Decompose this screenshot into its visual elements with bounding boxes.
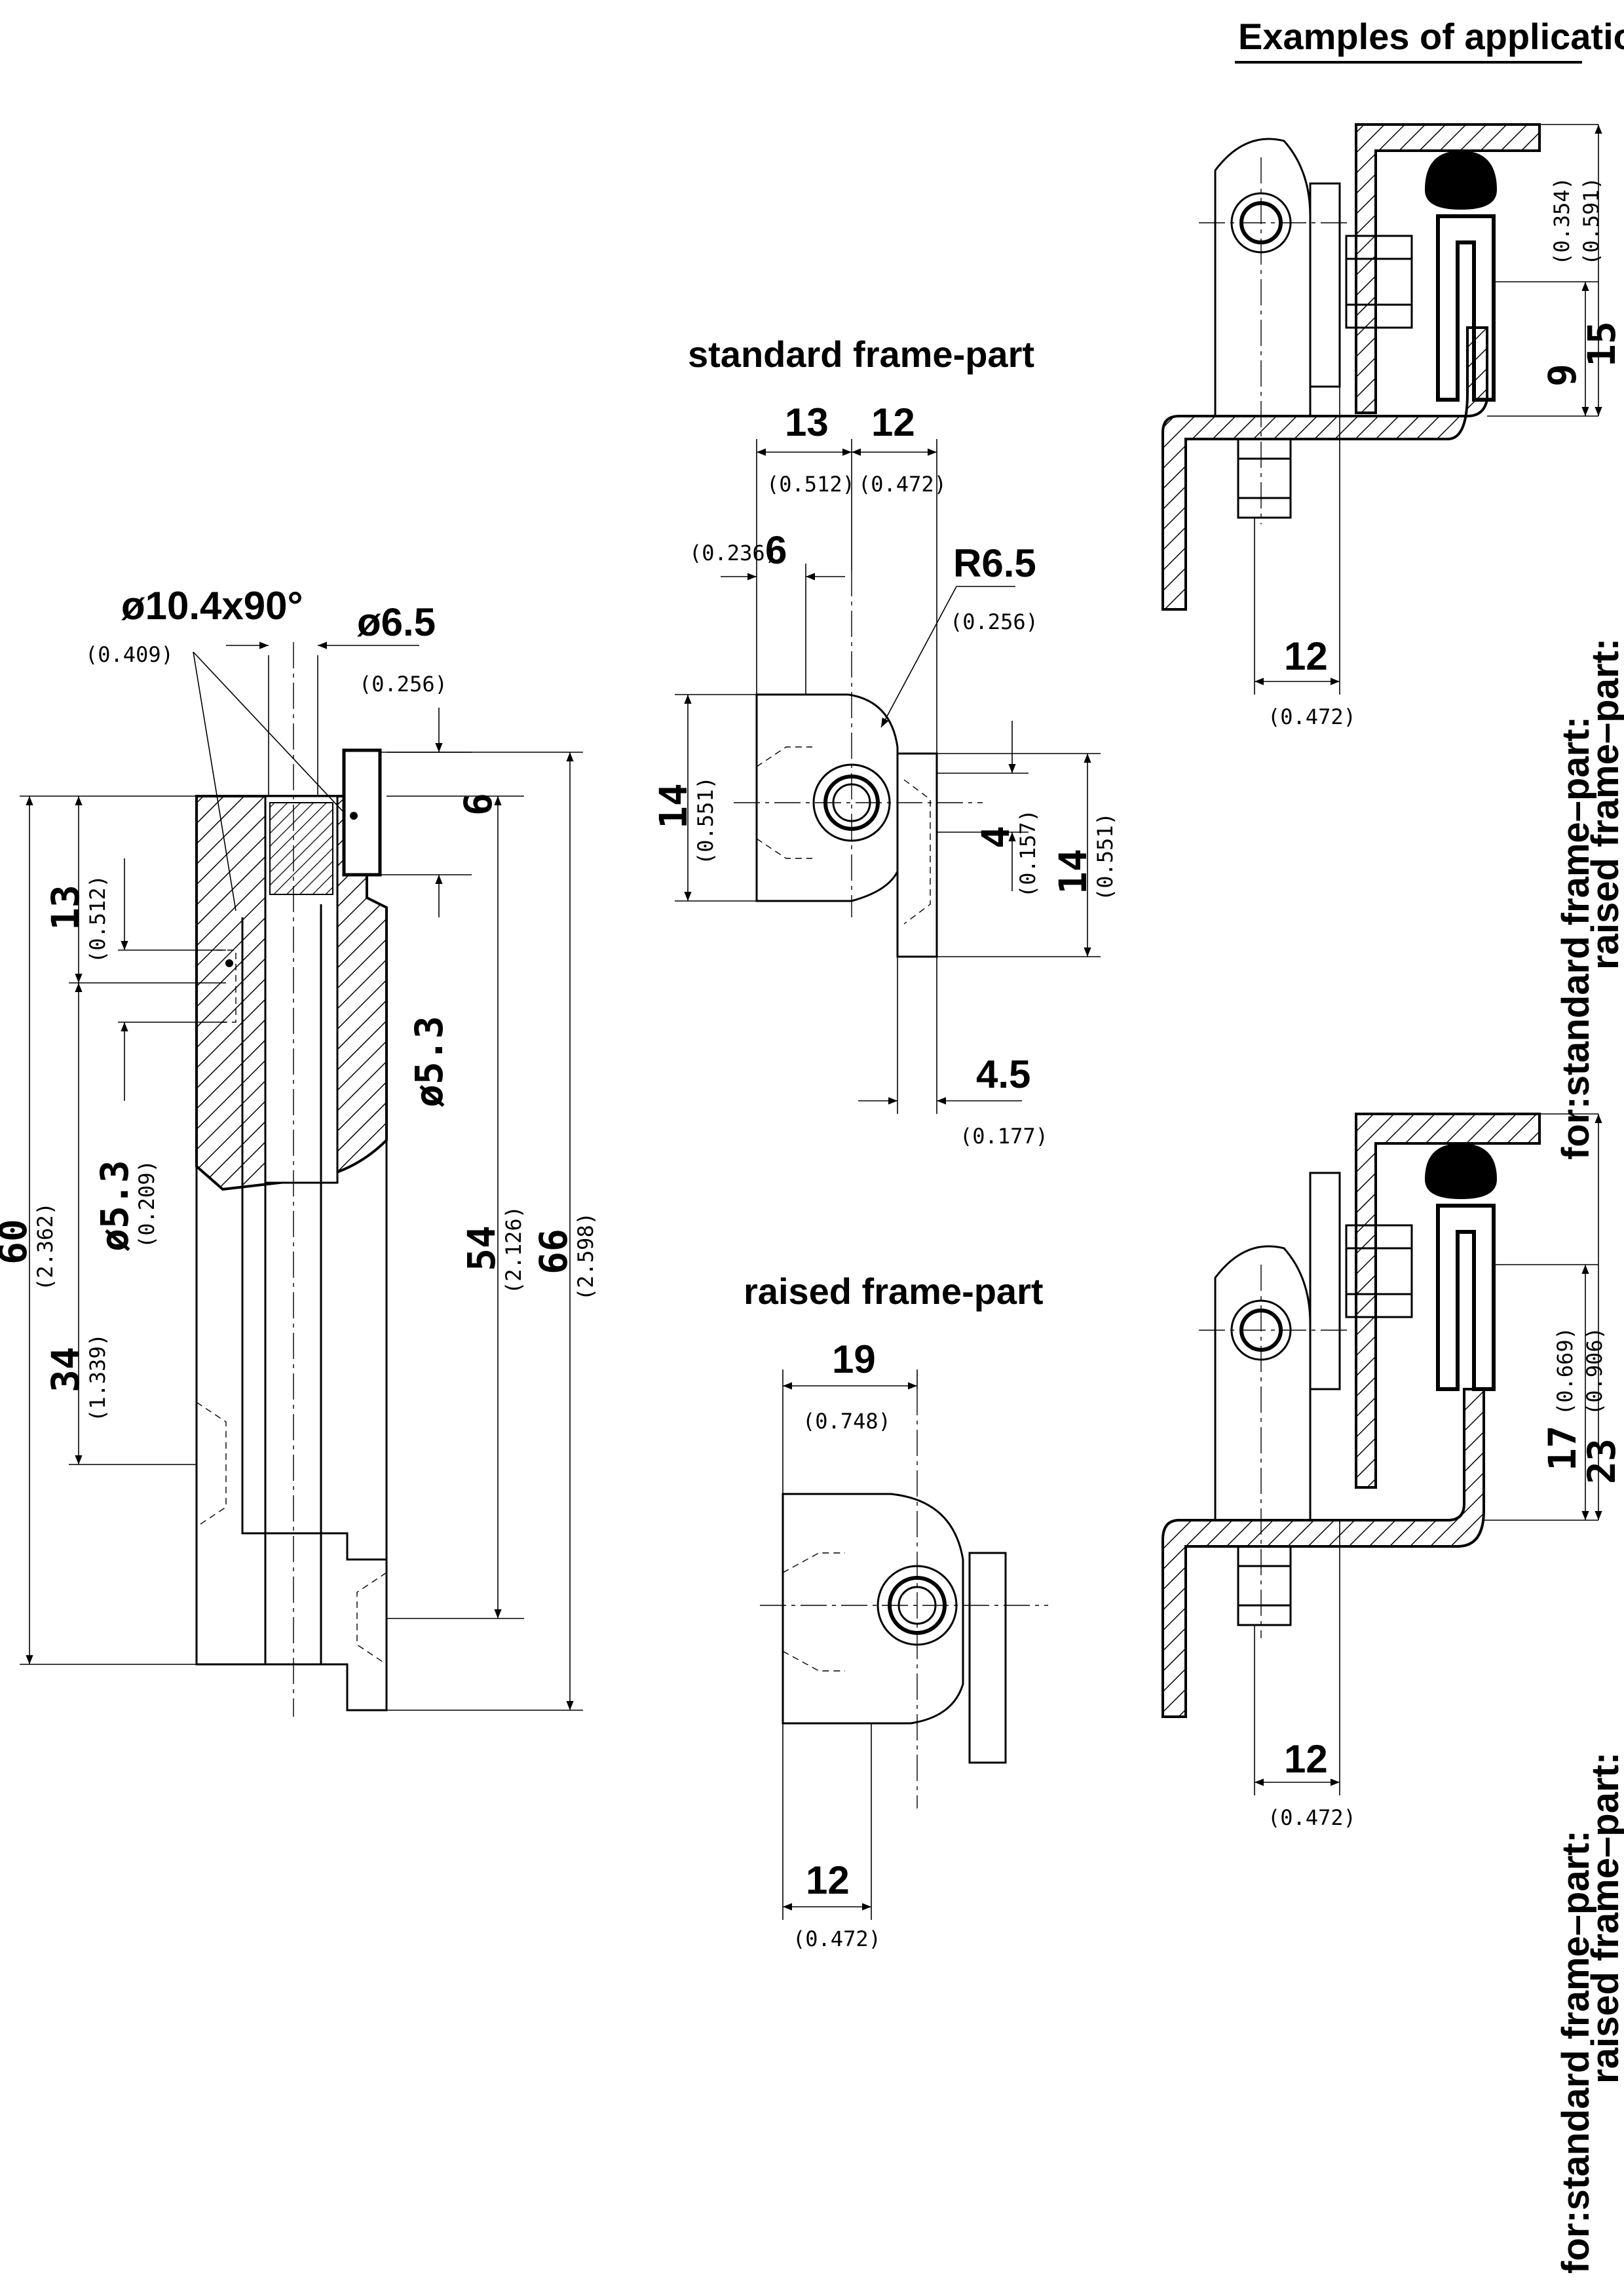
label-6: 6 <box>456 793 500 816</box>
label-countersink-in: (0.409) <box>85 642 174 667</box>
label-54-in: (2.126) <box>501 1206 526 1294</box>
app1-upper-frame <box>1355 123 1541 414</box>
app1-label-15: 15 <box>1579 321 1624 367</box>
app1-label-9: 9 <box>1540 364 1585 387</box>
app2-lower-frame <box>1161 1388 1485 1718</box>
app2-label-12: 12 <box>1284 1737 1328 1781</box>
app2-plate <box>1309 1172 1341 1390</box>
app2-label-standard: for:standard frame–part: <box>1555 1830 1597 2274</box>
std-label-13-in: (0.512) <box>766 472 855 497</box>
label-13-in: (0.512) <box>85 875 110 963</box>
app1-label-raised: raised frame–part: <box>1584 638 1624 970</box>
app1-lower-frame <box>1161 326 1488 611</box>
app1-plate <box>1309 182 1341 388</box>
label-pin: ø5.3 <box>92 1160 137 1252</box>
app2-label-17: 17 <box>1540 1425 1585 1471</box>
app1-label-9-in: (0.354) <box>1549 177 1574 265</box>
app2-label-17-in: (0.669) <box>1553 1327 1577 1415</box>
app1-nut <box>1345 235 1413 329</box>
raised-label-19: 19 <box>832 1337 876 1381</box>
std-label-14-right: 14 <box>1051 849 1095 894</box>
standard-body <box>755 693 899 902</box>
raised-label-12-in: (0.472) <box>793 1926 881 1951</box>
app1-label-15-in: (0.591) <box>1579 177 1604 265</box>
raised-label-19-in: (0.748) <box>803 1409 891 1434</box>
label-bore: ø6.5 <box>357 600 436 644</box>
app2-seal-bulb <box>1425 1143 1497 1199</box>
app2-label-12-in: (0.472) <box>1268 1805 1356 1830</box>
app2-seal-profile <box>1436 1204 1496 1391</box>
app2-hinge-body <box>1214 1245 1312 1520</box>
app1-label-12-in: (0.472) <box>1268 704 1356 729</box>
std-label-6: 6 <box>765 528 787 572</box>
app1-hinge-body <box>1214 138 1312 416</box>
std-label-4: 4 <box>973 826 1018 849</box>
app1-label-12: 12 <box>1284 634 1328 678</box>
raised-body <box>782 1493 964 1725</box>
standard-hidden-plate <box>903 779 931 925</box>
raised-frame-part-view <box>760 1369 1048 1920</box>
standard-plate <box>896 752 938 958</box>
std-label-45: 4.5 <box>976 1052 1030 1096</box>
application-top-view <box>1161 123 1602 695</box>
standard-frame-part-view <box>675 439 1101 1114</box>
std-label-13: 13 <box>785 400 829 444</box>
label-bore-in: (0.256) <box>359 672 447 697</box>
pin-knurl <box>269 802 333 895</box>
label-66: 66 <box>531 1229 576 1274</box>
app2-label-23-in: (0.906) <box>1582 1327 1607 1415</box>
label-34-in: (1.339) <box>85 1333 110 1422</box>
std-label-14-right-in: (0.551) <box>1093 813 1118 901</box>
app2-upper-frame <box>1355 1113 1541 1489</box>
std-label-6-in: (0.236) <box>689 541 778 565</box>
label-34: 34 <box>43 1347 88 1392</box>
side-hole-dot <box>225 959 233 967</box>
std-label-12: 12 <box>871 400 915 444</box>
app1-label-standard: for:standard frame–part: <box>1555 716 1597 1160</box>
std-label-14-left-in: (0.551) <box>693 776 718 865</box>
app1-seal-bulb <box>1425 151 1497 210</box>
standard-hidden-hole <box>756 746 812 859</box>
label-pin-right: ø5.3 <box>407 1016 451 1107</box>
label-pin-in: (0.209) <box>134 1160 159 1248</box>
label-54: 54 <box>459 1225 504 1271</box>
std-label-45-in: (0.177) <box>960 1124 1048 1149</box>
label-13: 13 <box>43 885 88 930</box>
std-radius-leader <box>880 586 957 728</box>
label-66-in: (2.598) <box>573 1212 598 1301</box>
leader-countersink-1 <box>193 651 236 911</box>
raised-hidden-hole <box>782 1552 845 1672</box>
app2-nut <box>1345 1224 1413 1318</box>
std-label-12-in: (0.472) <box>858 472 947 497</box>
raised-plate <box>968 1552 1007 1764</box>
hidden-hole-right <box>356 1572 387 1665</box>
label-60-in: (2.362) <box>33 1202 58 1291</box>
main-section-view <box>20 641 583 1717</box>
raised-label-12: 12 <box>806 1858 850 1902</box>
title-standard: standard frame-part <box>688 334 1034 375</box>
label-countersink: ø10.4x90° <box>121 584 303 628</box>
std-label-14-left: 14 <box>651 783 696 829</box>
app1-seal-profile <box>1436 214 1496 402</box>
std-label-radius: R6.5 <box>953 541 1036 585</box>
countersink-dot <box>350 812 358 820</box>
label-60: 60 <box>0 1219 35 1265</box>
hidden-hole-left <box>196 1402 227 1527</box>
title-examples: Examples of application <box>1238 16 1624 57</box>
lower-leaf-outline <box>195 917 388 1712</box>
std-label-4-in: (0.157) <box>1015 809 1040 898</box>
app1-lower-nut <box>1237 438 1292 519</box>
application-bottom-view <box>1161 1113 1602 1795</box>
app2-lower-nut <box>1237 1545 1292 1626</box>
top-plate <box>342 748 382 877</box>
title-raised: raised frame-part <box>744 1271 1044 1312</box>
std-label-radius-in: (0.256) <box>950 609 1038 634</box>
app2-label-raised: raised frame–part: <box>1584 1752 1624 2084</box>
app2-label-23: 23 <box>1579 1438 1624 1484</box>
